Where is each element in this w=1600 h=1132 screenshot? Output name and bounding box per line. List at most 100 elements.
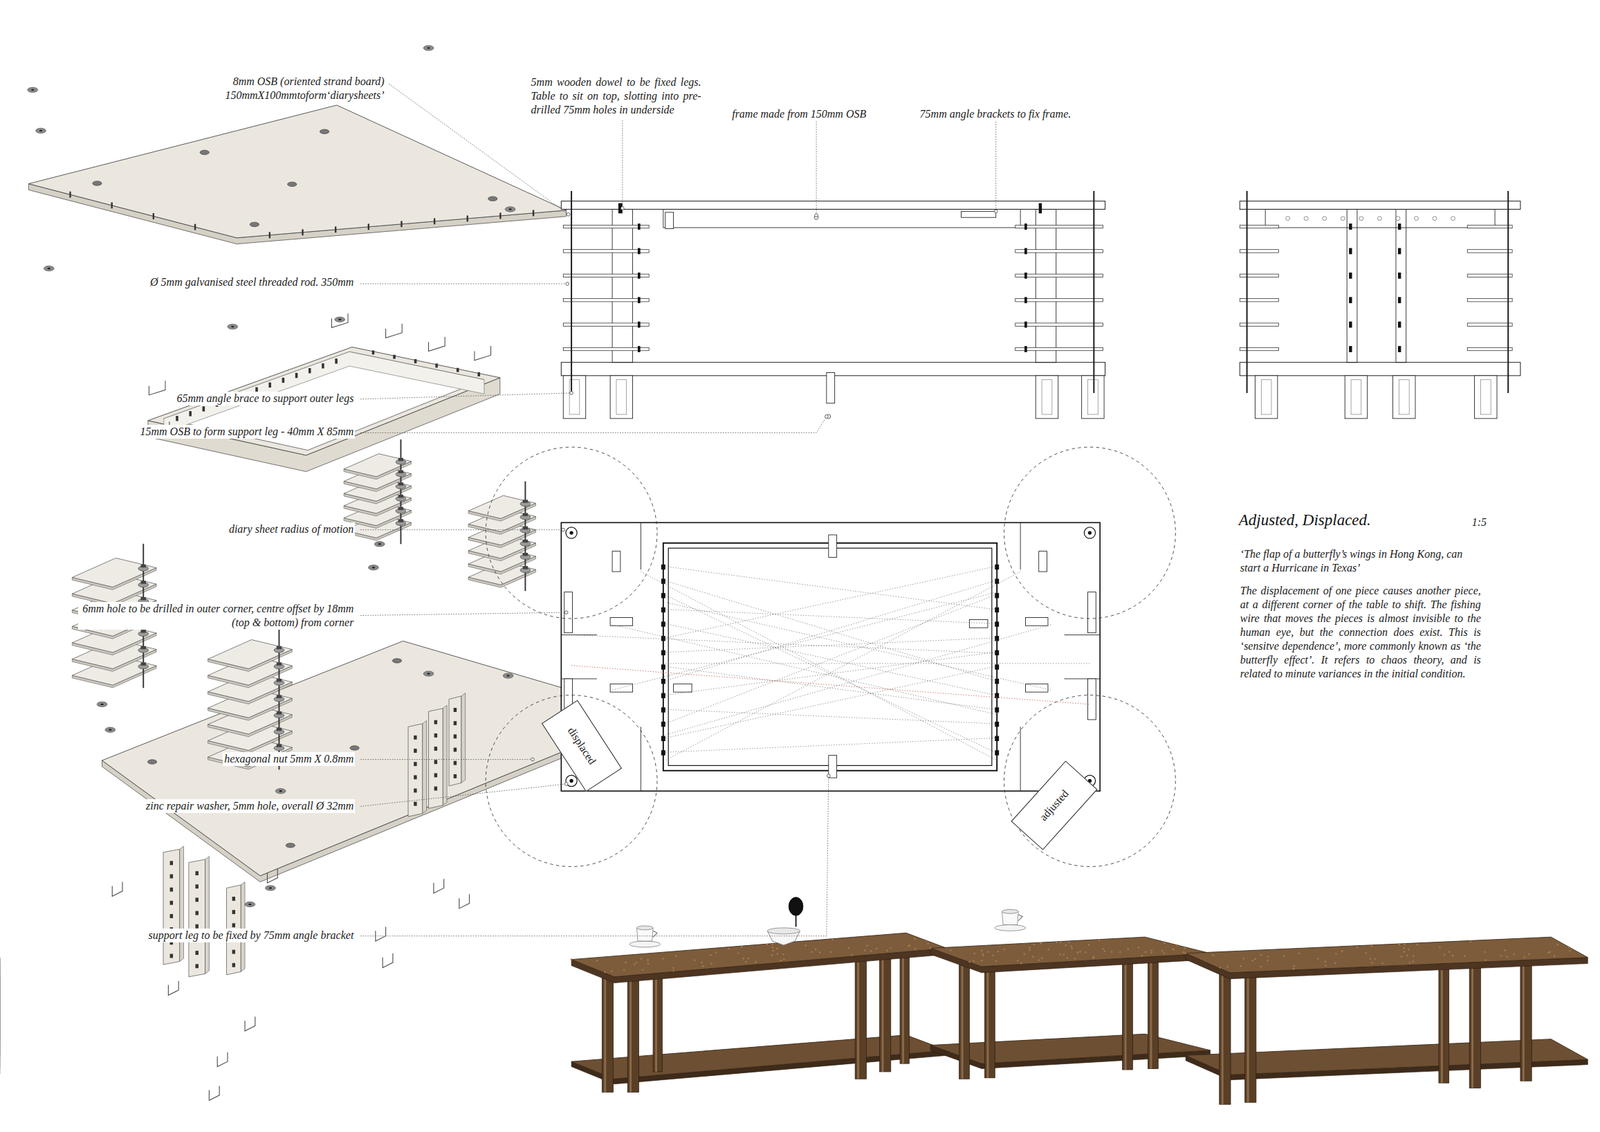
diary-sheet [1467, 323, 1513, 326]
dowel-slot [152, 213, 155, 220]
osb-texture [804, 944, 807, 947]
osb-texture [819, 951, 822, 954]
annotation: zinc repair washer, 5mm hole, overall Ø … [144, 798, 355, 813]
osb-texture [633, 962, 636, 965]
osb-texture [710, 962, 713, 965]
frame-slot [321, 363, 325, 369]
sheet-slot [1348, 247, 1352, 254]
drilled-hole [350, 745, 360, 750]
frame-inner [668, 547, 992, 766]
annotation: hexagonal nut 5mm X 0.8mm [222, 751, 355, 766]
leg-slot [170, 887, 173, 892]
table-top [1239, 201, 1521, 210]
leg-inner [1041, 379, 1053, 415]
osb-texture [1448, 950, 1451, 953]
annotation: 15mm OSB to form support leg - 40mm X 85… [138, 424, 355, 439]
angle-brace [385, 323, 403, 339]
leg-slot [434, 786, 438, 791]
hexagonal-nut [141, 596, 146, 600]
frame-slot [372, 350, 375, 355]
fishing-wire [665, 662, 1091, 664]
plan-view [485, 446, 1176, 867]
leg [1254, 375, 1277, 419]
hexagonal-nut [398, 482, 404, 485]
leg-slot [170, 900, 173, 905]
frame [1265, 208, 1495, 228]
osb-texture [1415, 943, 1419, 946]
zinc-washer [27, 87, 39, 93]
frame-slot [477, 372, 481, 377]
osb-texture [1374, 958, 1377, 961]
corner-division [1020, 726, 1022, 791]
leg-slot [434, 772, 438, 777]
leg-slot [170, 873, 173, 878]
leg [610, 375, 633, 419]
osb-texture [640, 957, 643, 960]
table-top [930, 936, 1210, 967]
table-leg [1219, 966, 1231, 1105]
osb-texture [610, 969, 613, 972]
diary-sheet [563, 298, 649, 302]
angle-bracket [112, 881, 123, 897]
leader-dot [814, 213, 819, 218]
table-top-slab [28, 105, 566, 238]
washer-hole [248, 903, 252, 905]
leg-slot [195, 911, 198, 916]
osb-texture [1065, 944, 1068, 947]
table-leg [899, 951, 909, 1064]
fishing-wire [665, 637, 995, 653]
osb-texture [1103, 949, 1106, 952]
osb-texture [987, 950, 990, 953]
leg-slot [170, 860, 173, 865]
osb-texture [1335, 952, 1338, 955]
corner-division [640, 522, 642, 570]
osb-texture [1084, 951, 1087, 954]
table-leg-highlight [881, 949, 885, 1072]
sheet-slot [637, 345, 641, 353]
osb-texture [850, 953, 853, 956]
osb-texture [973, 952, 976, 955]
table-leg-highlight [1522, 953, 1525, 1081]
angle-brace [428, 336, 446, 352]
osb-texture [863, 949, 867, 952]
frame-slot [414, 359, 418, 364]
zinc-washer [244, 901, 256, 907]
osb-texture [1402, 946, 1405, 950]
osb-texture [1062, 953, 1065, 956]
osb-texture [1182, 951, 1185, 954]
osb-texture [1400, 955, 1403, 958]
support-leg-side [179, 846, 185, 962]
hexagonal-nut [276, 661, 282, 665]
leg-inner [1398, 379, 1410, 415]
osb-texture [1150, 951, 1153, 954]
leg-plan [610, 683, 633, 692]
osb-texture [1126, 947, 1129, 950]
drilled-hole [392, 658, 402, 663]
leader-line [995, 121, 997, 212]
leader-dot [561, 527, 566, 532]
osb-texture [1406, 953, 1409, 956]
support-leg-side [461, 693, 466, 784]
osb-texture [1028, 946, 1031, 949]
sheet-tick [994, 749, 999, 755]
table-leg [1469, 955, 1481, 1089]
threaded-rod [1507, 190, 1509, 393]
diary-sheet [1015, 347, 1104, 351]
sheet-tick [661, 564, 666, 570]
osb-texture [914, 946, 917, 950]
leg-slot [232, 909, 236, 914]
osb-texture [875, 947, 878, 950]
corner-division [1064, 634, 1101, 636]
saucer [994, 924, 1026, 932]
leader-line [360, 529, 564, 530]
osb-texture [1163, 942, 1166, 945]
hexagonal-nut [398, 494, 404, 498]
frame-slot [295, 372, 299, 378]
osb-texture [995, 960, 998, 963]
osb-texture [635, 961, 638, 964]
plan-outline [561, 522, 1100, 791]
table-leg [959, 961, 970, 1080]
frame-slot [334, 358, 338, 364]
osb-texture [1483, 951, 1486, 954]
osb-texture [1438, 946, 1441, 949]
